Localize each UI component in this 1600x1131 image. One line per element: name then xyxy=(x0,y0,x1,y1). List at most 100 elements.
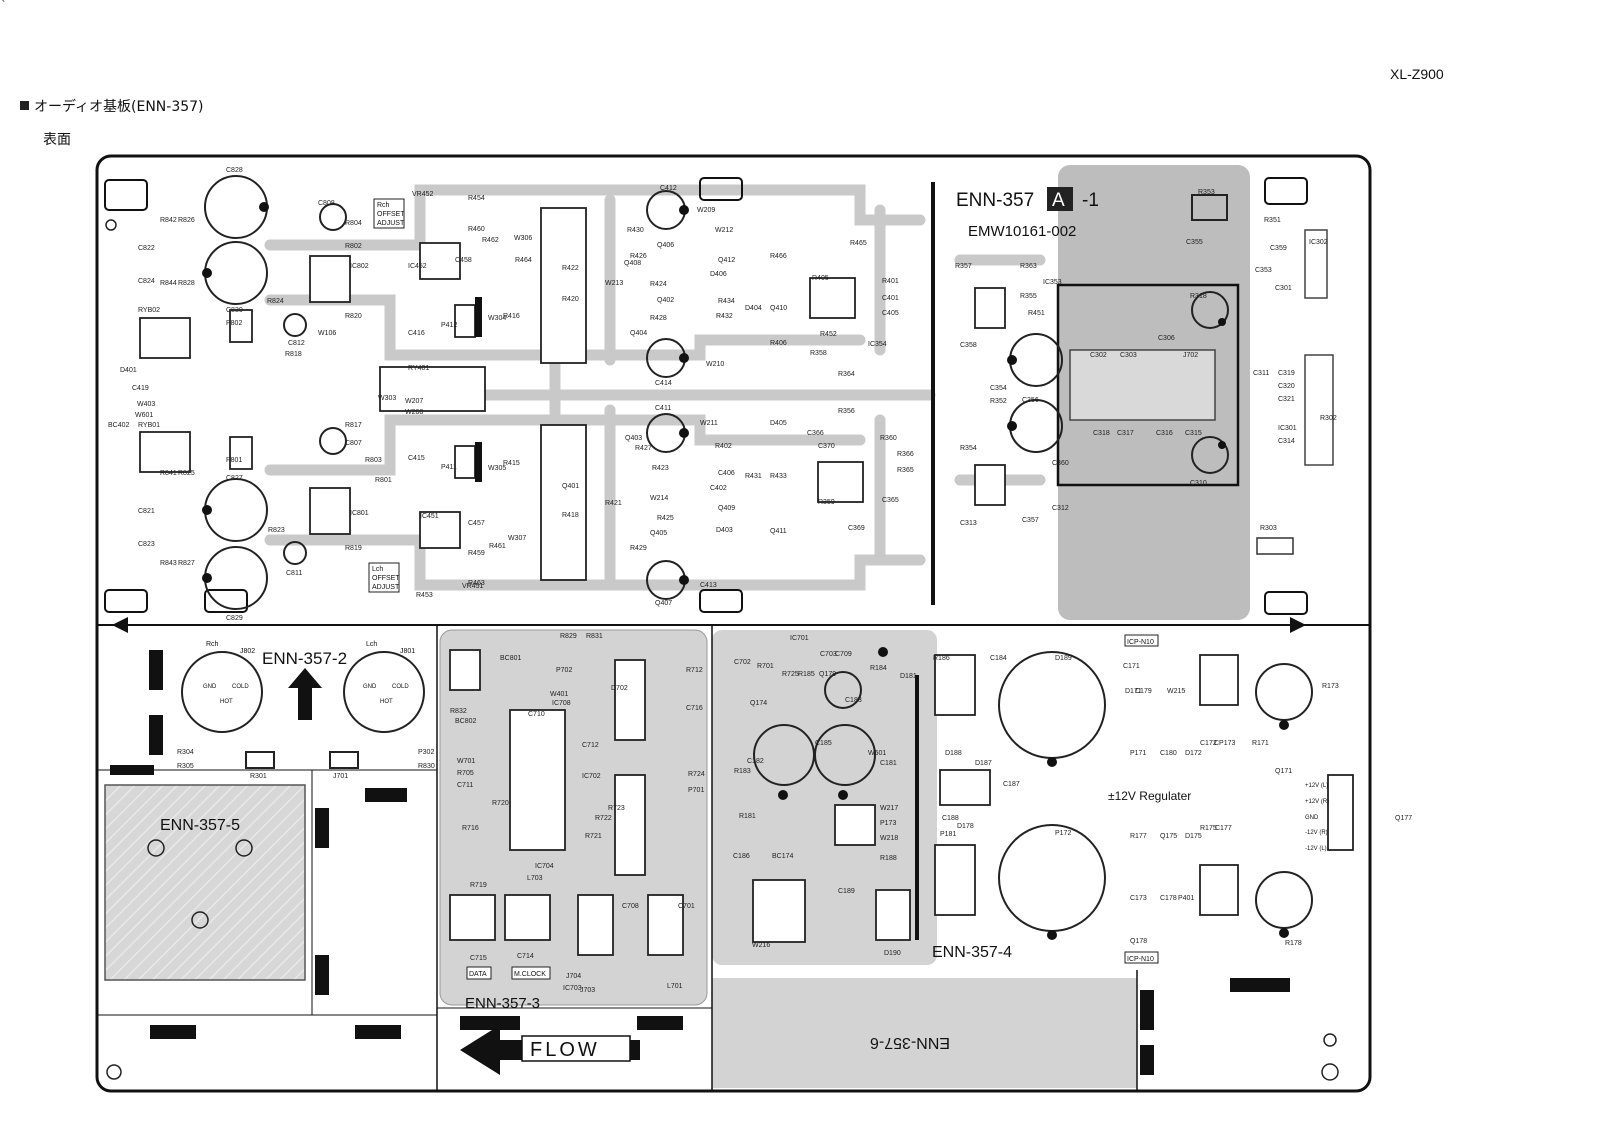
component-ref: IC353 xyxy=(1043,279,1062,286)
component-ref: D171 xyxy=(1125,688,1142,695)
component-ref: C358 xyxy=(960,342,977,349)
component-ref: R721 xyxy=(585,833,602,840)
flow-label: FLOW xyxy=(530,1039,600,1061)
component-ref: R356 xyxy=(838,408,855,415)
component-ref: R820 xyxy=(345,313,362,320)
component-ref: D176 xyxy=(0,0,17,2)
board-suffix: -1 xyxy=(1082,190,1099,211)
component-ref: R818 xyxy=(285,351,302,358)
component-ref: C315 xyxy=(1185,430,1202,437)
component-ref: C360 xyxy=(1052,460,1069,467)
component-ref: C413 xyxy=(700,582,717,589)
component-ref: R434 xyxy=(718,298,735,305)
component-ref: W501 xyxy=(868,750,886,757)
component-ref: R427 xyxy=(635,445,652,452)
component-ref: C186 xyxy=(733,853,750,860)
component-ref: C354 xyxy=(990,385,1007,392)
component-ref: J701 xyxy=(333,773,348,780)
component-ref: R461 xyxy=(489,543,506,550)
component-ref: W306 xyxy=(514,235,532,242)
component-ref: C306 xyxy=(1158,335,1175,342)
component-ref: R722 xyxy=(595,815,612,822)
component-ref: C366 xyxy=(807,430,824,437)
component-ref: R841 xyxy=(160,470,177,477)
component-ref: R174 xyxy=(0,0,17,2)
component-ref: IC708 xyxy=(552,700,571,707)
component-ref: C365 xyxy=(882,497,899,504)
svg-text:Lch: Lch xyxy=(366,641,377,648)
component-ref: R823 xyxy=(268,527,285,534)
component-ref: R185 xyxy=(798,671,815,678)
component-ref: C314 xyxy=(1278,438,1295,445)
component-ref: R830 xyxy=(418,763,435,770)
component-ref: R826 xyxy=(178,217,195,224)
svg-text:ICP-N10: ICP-N10 xyxy=(1127,956,1154,963)
component-ref: CP172 xyxy=(0,0,22,2)
component-ref: C185 xyxy=(815,740,832,747)
page-title-text: オーディオ基板(ENN-357) xyxy=(34,99,204,115)
component-ref: C319 xyxy=(1278,370,1295,377)
component-ref: C419 xyxy=(132,385,149,392)
component-ref: C177 xyxy=(1215,825,1232,832)
component-ref: J702 xyxy=(1183,352,1198,359)
component-ref: IC802 xyxy=(350,263,369,270)
component-ref: R723 xyxy=(608,805,625,812)
component-ref: Q408 xyxy=(624,260,641,267)
component-ref: Q404 xyxy=(630,330,647,337)
component-ref: R175 xyxy=(1200,825,1217,832)
svg-text:HOT: HOT xyxy=(380,699,393,705)
component-ref: P801 xyxy=(226,457,242,464)
component-ref: R426 xyxy=(630,253,647,260)
board-id-main: ENN-357 xyxy=(956,190,1034,211)
component-ref: C703 xyxy=(820,651,837,658)
component-ref: R423 xyxy=(652,465,669,472)
component-ref: D189 xyxy=(1055,655,1072,662)
svg-text:GND: GND xyxy=(1305,815,1319,821)
component-ref: R802 xyxy=(345,243,362,250)
component-ref: J704 xyxy=(566,973,581,980)
component-ref: IC703 xyxy=(563,985,582,992)
component-ref: D405 xyxy=(770,420,787,427)
component-ref: W211 xyxy=(700,420,718,427)
component-ref: D403 xyxy=(716,527,733,534)
component-ref: Q410 xyxy=(770,305,787,312)
svg-text:GND: GND xyxy=(363,684,377,690)
component-ref: C412 xyxy=(660,185,677,192)
component-ref: C316 xyxy=(1156,430,1173,437)
section-3-label: ENN-357-3 xyxy=(465,995,540,1012)
component-ref: R304 xyxy=(177,749,194,756)
component-ref: R453 xyxy=(416,592,433,599)
component-ref: C708 xyxy=(622,903,639,910)
component-ref: W403 xyxy=(137,401,155,408)
svg-text:ADJUST: ADJUST xyxy=(372,584,400,591)
component-ref: L701 xyxy=(667,983,683,990)
component-ref: D190 xyxy=(884,950,901,957)
component-ref: R420 xyxy=(562,296,579,303)
component-ref: C411 xyxy=(655,405,671,412)
component-ref: C187 xyxy=(1003,781,1020,788)
component-ref: W209 xyxy=(697,207,715,214)
component-ref: P802 xyxy=(226,320,242,327)
component-ref: IC302 xyxy=(1309,239,1328,246)
component-ref: Q172 xyxy=(0,0,17,2)
component-ref: C353 xyxy=(1255,267,1272,274)
svg-text:J802: J802 xyxy=(240,648,255,655)
component-ref: R318 xyxy=(1190,293,1207,300)
component-ref: IC704 xyxy=(535,863,554,870)
svg-text:HOT: HOT xyxy=(220,699,233,705)
component-ref: Q175 xyxy=(1160,833,1177,840)
component-ref: R184 xyxy=(870,665,887,672)
component-ref: R804 xyxy=(345,220,362,227)
component-ref: R186 xyxy=(933,655,950,662)
component-ref: C711 xyxy=(457,782,473,789)
component-ref: R819 xyxy=(345,545,362,552)
regulator-label: ±12V Regulater xyxy=(1108,789,1191,803)
component-ref: IC801 xyxy=(350,510,369,517)
component-ref: C355 xyxy=(1186,239,1203,246)
component-ref: W207 xyxy=(405,398,423,405)
component-ref: R183 xyxy=(734,768,751,775)
component-ref: C416 xyxy=(408,330,425,337)
component-ref: D406 xyxy=(710,271,727,278)
